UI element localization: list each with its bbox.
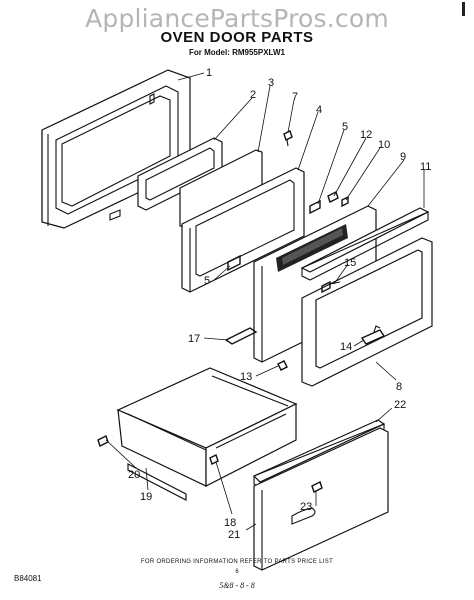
ordering-note: FOR ORDERING INFORMATION REFER TO PARTS … [140, 559, 334, 565]
part-drawer-rail [127, 463, 187, 501]
callout-17: 17 [188, 333, 200, 345]
page-title: OVEN DOOR PARTS [160, 29, 314, 46]
callout-13: 13 [240, 371, 252, 383]
callout-19: 19 [140, 491, 152, 503]
part-screw [283, 130, 293, 147]
callout-10: 10 [378, 139, 390, 151]
document-id: B84081 [14, 574, 42, 583]
model-line: For Model: RM955PXLW1 [188, 48, 285, 57]
part-inner-door-liner [181, 167, 305, 293]
callout-5-lower: 5 [204, 275, 210, 287]
part-screw-lower [277, 360, 288, 371]
part-screw-drawer [209, 454, 219, 465]
part-outer-door-frame [41, 69, 191, 229]
callout-1: 1 [206, 67, 212, 79]
part-bottom-bracket [224, 327, 258, 345]
callout-18: 18 [224, 517, 236, 529]
part-hinge-bracket [360, 325, 386, 345]
corner-mark [462, 2, 465, 16]
callout-9: 9 [400, 151, 406, 163]
callout-22: 22 [394, 399, 406, 411]
callout-4: 4 [316, 104, 322, 116]
callout-21: 21 [228, 529, 240, 541]
part-door-gasket-frame [301, 237, 433, 387]
callout-5-upper: 5 [342, 121, 348, 133]
callout-11: 11 [420, 161, 431, 173]
part-drawer-front-panel [253, 427, 389, 571]
callout-labels: 1 2 3 7 4 5 12 10 9 11 5 15 17 13 14 8 2… [128, 67, 431, 541]
callout-2: 2 [250, 89, 256, 101]
part-handle-clip [311, 481, 323, 493]
leader-lines [105, 72, 425, 531]
callout-20: 20 [128, 469, 140, 481]
page-number: 6 [235, 569, 239, 575]
date-code: 5&8 - 8 - 8 [219, 581, 255, 590]
part-top-rail [300, 207, 430, 281]
callout-23: 23 [300, 501, 312, 513]
vent-grille [276, 224, 348, 272]
callout-8: 8 [396, 381, 402, 393]
callout-7: 7 [292, 91, 298, 103]
callout-14: 14 [340, 341, 352, 353]
part-storage-drawer-body [116, 367, 298, 487]
callout-15: 15 [344, 257, 356, 269]
watermark: AppliancePartsPros.com [85, 4, 389, 33]
callout-3: 3 [268, 77, 274, 89]
callout-12: 12 [360, 129, 372, 141]
part-small-clips [327, 191, 349, 208]
